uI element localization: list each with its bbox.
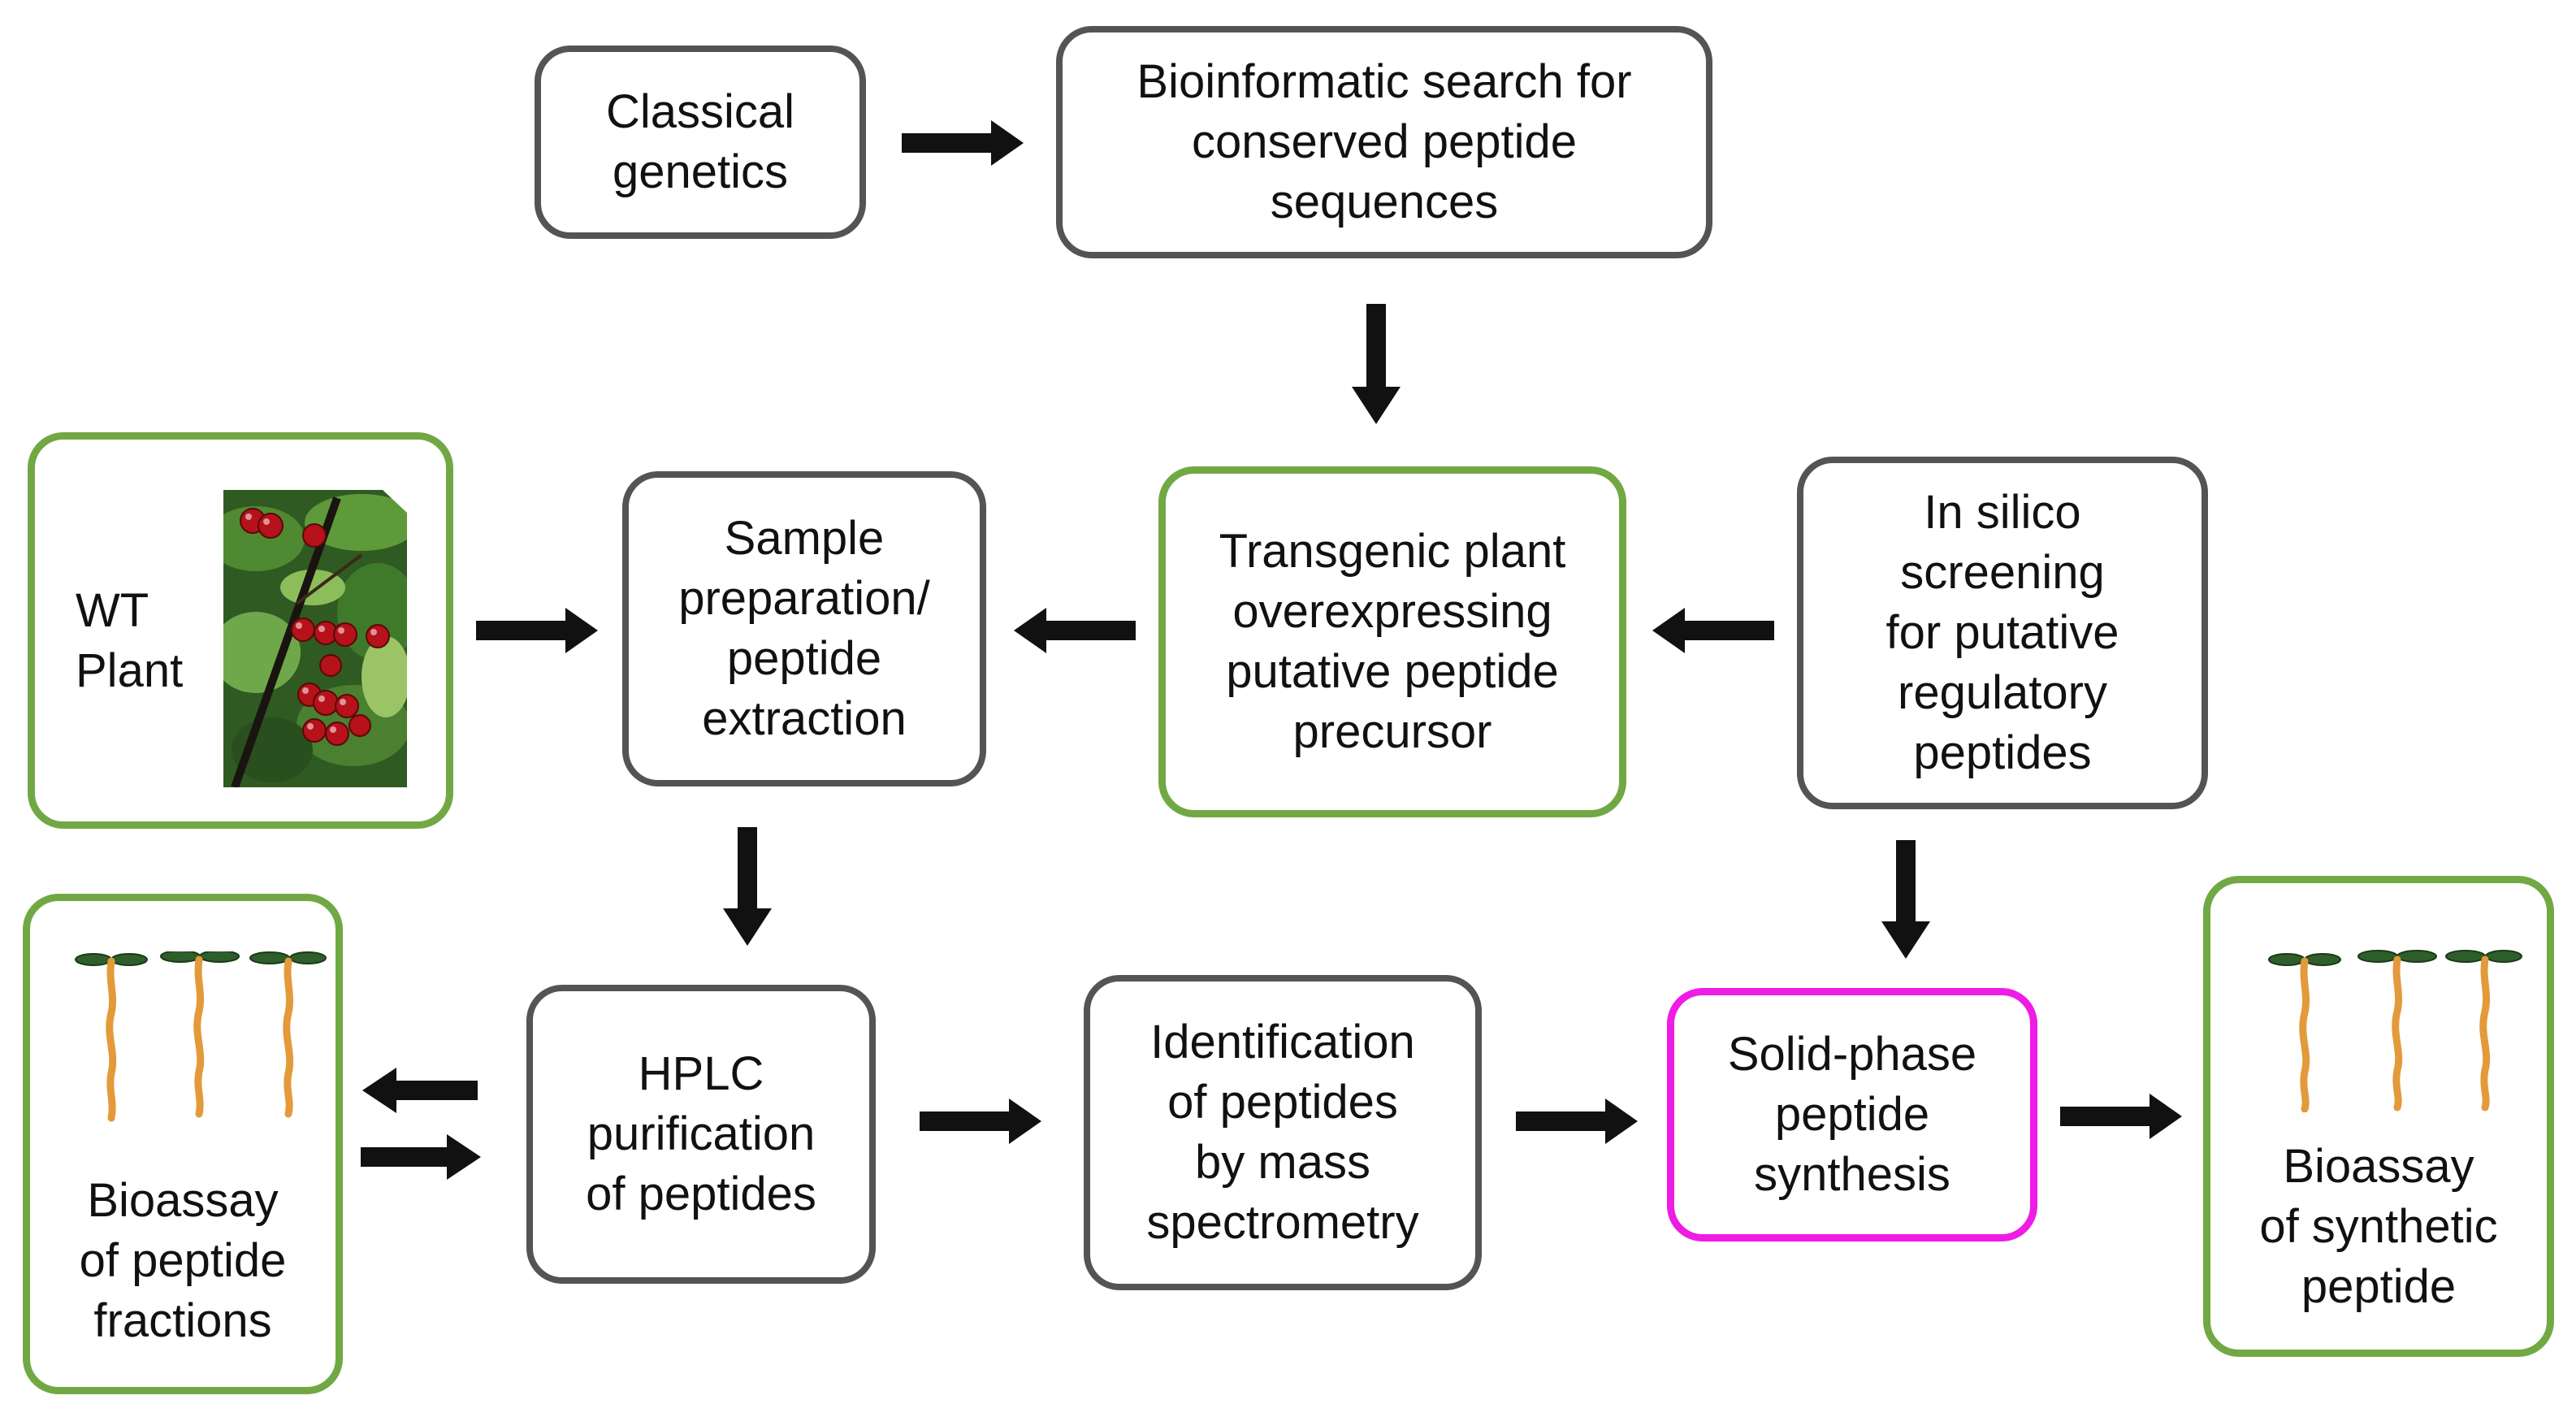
arrow-right	[1516, 1098, 1638, 1144]
bioinformatic-search-box: Bioinformatic search for conserved pepti…	[1056, 26, 1712, 258]
bioassay-synthetic-label: Bioassay of synthetic peptide	[2259, 1140, 2498, 1313]
arrow-right	[361, 1134, 481, 1180]
arrow-left	[1014, 608, 1136, 653]
arrow-down	[1352, 304, 1401, 424]
wt-plant-label: WT Plant	[76, 584, 184, 697]
identification-box: Identification of peptides by mass spect…	[1084, 975, 1482, 1290]
transgenic-plant-label: Transgenic plant overexpressing putative…	[1219, 525, 1566, 758]
arrow-left	[1652, 608, 1774, 653]
identification-label: Identification of peptides by mass spect…	[1146, 1016, 1419, 1249]
sample-preparation-label: Sample preparation/ peptide extraction	[678, 512, 930, 745]
arrow-right	[920, 1098, 1041, 1144]
solid-phase-synthesis-label: Solid-phase peptide synthesis	[1727, 1028, 1977, 1201]
cherry-plant-photo	[223, 490, 407, 787]
arrow-down	[723, 827, 772, 946]
in-silico-screening-box: In silico screening for putative regulat…	[1797, 457, 2208, 809]
sample-preparation-box: Sample preparation/ peptide extraction	[622, 471, 986, 786]
arrow-right	[2060, 1094, 2182, 1139]
wt-plant-box: WT Plant	[28, 432, 453, 829]
bioassay-fractions-label: Bioassay of peptide fractions	[79, 1174, 287, 1347]
seedling-root-icon	[75, 951, 327, 1122]
arrow-down	[1881, 840, 1930, 959]
seedling-root-icon	[2268, 950, 2522, 1112]
bioassay-fractions-box: Bioassay of peptide fractions	[23, 894, 343, 1394]
classical-genetics-box: Classical genetics	[535, 46, 866, 239]
arrow-left	[362, 1068, 478, 1113]
bioinformatic-search-label: Bioinformatic search for conserved pepti…	[1136, 55, 1632, 228]
transgenic-plant-box: Transgenic plant overexpressing putative…	[1158, 466, 1626, 817]
arrow-right	[902, 120, 1024, 166]
in-silico-screening-label: In silico screening for putative regulat…	[1885, 486, 2119, 779]
arrow-right	[476, 608, 598, 653]
bioassay-synthetic-box: Bioassay of synthetic peptide	[2203, 876, 2554, 1357]
hplc-box: HPLC purification of peptides	[526, 985, 876, 1284]
hplc-label: HPLC purification of peptides	[586, 1047, 816, 1220]
solid-phase-synthesis-box: Solid-phase peptide synthesis	[1667, 988, 2037, 1242]
classical-genetics-label: Classical genetics	[605, 85, 795, 198]
